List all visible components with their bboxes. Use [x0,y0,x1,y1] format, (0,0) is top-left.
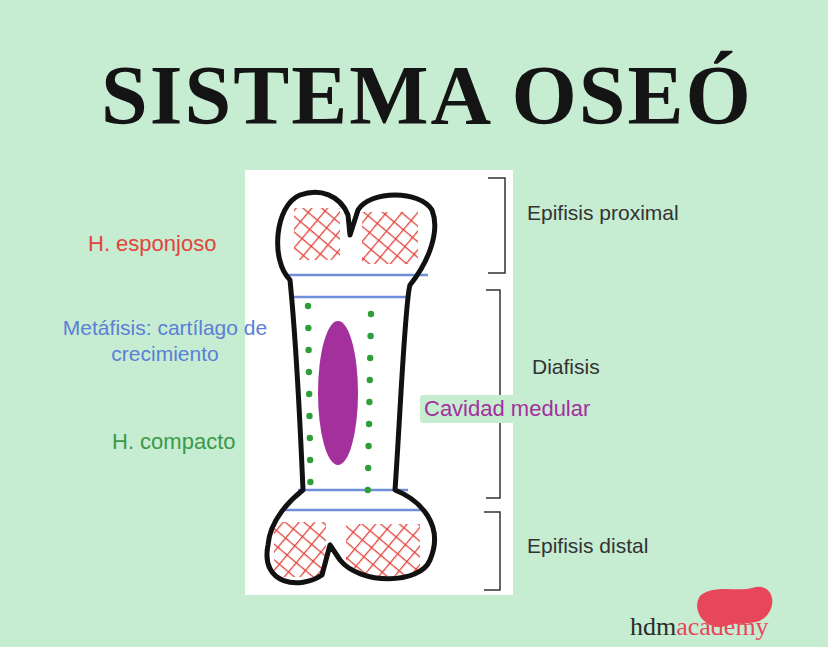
compact-dot [365,487,371,493]
part-label: Cavidad medular [420,395,594,423]
bracket [484,512,500,590]
compact-dot [305,303,311,309]
growth-line [290,296,410,299]
growth-line [287,274,428,277]
compact-dot [307,435,313,441]
logo-text: academy [676,611,768,644]
page-title: SISTEMA OSEÓ [101,54,753,138]
bracket [488,178,505,273]
part-label: Metáfisis: cartílago de crecimiento [50,315,280,368]
bone-outline [267,192,435,582]
compact-dot [368,311,374,317]
compact-dot [306,369,312,375]
hatch-patch [294,208,340,260]
region-label: Diafisis [532,354,600,380]
part-label: H. esponjoso [88,230,216,258]
compact-dot [305,347,311,353]
medullary-cavity [318,321,358,465]
bracket [486,290,500,498]
compact-dot [366,399,372,405]
hatch-patch [346,524,420,576]
logo-text: hdm [630,611,676,644]
compact-dot [306,391,312,397]
compact-dot [367,355,373,361]
growth-line [285,509,425,512]
hatch-patch [362,212,418,264]
compact-dot [306,413,312,419]
part-label: H. compacto [112,428,236,456]
bone-fill [267,192,435,582]
compact-dot [367,377,373,383]
growth-line [298,489,408,492]
compact-dot [307,479,313,485]
hatch-patch [274,522,326,577]
region-label: Epifisis distal [527,533,648,559]
compact-dot [366,421,372,427]
white-panel [245,170,513,595]
compact-dot [367,333,373,339]
compact-dot [305,325,311,331]
compact-bone-dots [305,303,374,493]
region-label: Epifisis proximal [527,200,679,226]
brackets [484,178,505,590]
compact-dot [365,443,371,449]
compact-dot [307,457,313,463]
compact-dot [365,465,371,471]
